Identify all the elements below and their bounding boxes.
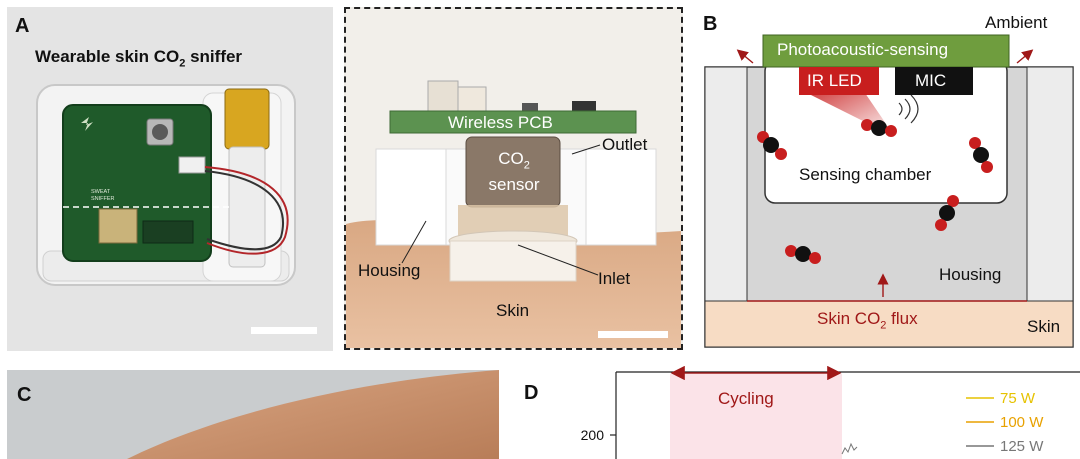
panel-letter-d: D: [524, 382, 539, 404]
co2-molecule-3: [969, 137, 993, 173]
cycling-label: Cycling: [718, 389, 774, 408]
cycling-chart: Cycling 200 75 W 100 W 125 W: [581, 365, 1080, 459]
sensor-co: CO: [498, 149, 524, 168]
co2-molecule-2: [861, 119, 897, 137]
panel-letter-a: A: [15, 15, 30, 37]
panel-d-chart: D Cycling 200 75 W 100 W 125 W: [520, 362, 1080, 459]
pcb-label: Wireless PCB: [448, 113, 553, 132]
ambient-label: Ambient: [985, 13, 1048, 32]
legend: 75 W 100 W 125 W: [966, 390, 1044, 455]
panel-c-photo: C: [7, 370, 499, 459]
panel-a-title-main: Wearable skin CO: [35, 47, 180, 66]
outlet-label: Outlet: [602, 135, 648, 154]
housing-label: Housing: [358, 261, 421, 280]
skin-flux-sub: 2: [880, 319, 887, 332]
legend-label: 75 W: [1000, 390, 1036, 407]
skin-flux-end: flux: [886, 309, 918, 328]
sensor-co-sub: 2: [523, 159, 530, 172]
panel-a-photo: A Wearable skin CO2 sniffer SWEAT SNIFFE…: [7, 7, 333, 351]
y-tick-200: 200: [581, 427, 605, 443]
schematic-skin-label: Skin: [1027, 317, 1061, 336]
legend-label: 125 W: [1000, 438, 1044, 455]
panel-letter-c: C: [17, 384, 32, 406]
schematic-diagram: [704, 34, 1074, 348]
pcb-text-2: SNIFFER: [91, 196, 115, 202]
co2-molecule-5: [785, 245, 821, 264]
inlet-label: Inlet: [598, 269, 631, 288]
device-photo: SWEAT SNIFFER: [36, 84, 317, 334]
inset-illustration: [346, 9, 681, 348]
mic-label: MIC: [915, 71, 947, 90]
arm-photo: [7, 370, 499, 459]
inset-photo: Wireless PCB CO2 sensor Outlet Housing I…: [344, 7, 683, 350]
skin-label: Skin: [496, 301, 530, 320]
panel-b-schematic: B Ambient: [695, 7, 1080, 352]
legend-label: 100 W: [1000, 414, 1044, 431]
co2-molecule-1: [757, 131, 787, 160]
panel-a-title-end: sniffer: [185, 47, 243, 66]
panel-a-title: Wearable skin CO2 sniffer: [35, 47, 242, 69]
panel-a-title-sub: 2: [179, 57, 186, 70]
co2-molecule-4: [935, 195, 959, 231]
sensing-chamber-label: Sensing chamber: [799, 165, 932, 184]
sensor-word: sensor: [488, 175, 540, 195]
pcb-text-1: SWEAT: [91, 189, 111, 195]
photoacoustic-board-label: Photoacoustic-sensing: [777, 40, 949, 59]
panel-letter-b: B: [703, 13, 718, 35]
skin-flux-main: Skin CO: [817, 309, 881, 328]
sensor-label: CO2 sensor: [486, 149, 542, 195]
skin-flux-label: Skin CO2 flux: [817, 309, 918, 331]
schematic-housing-label: Housing: [939, 265, 1002, 284]
ir-led-label: IR LED: [807, 71, 862, 90]
